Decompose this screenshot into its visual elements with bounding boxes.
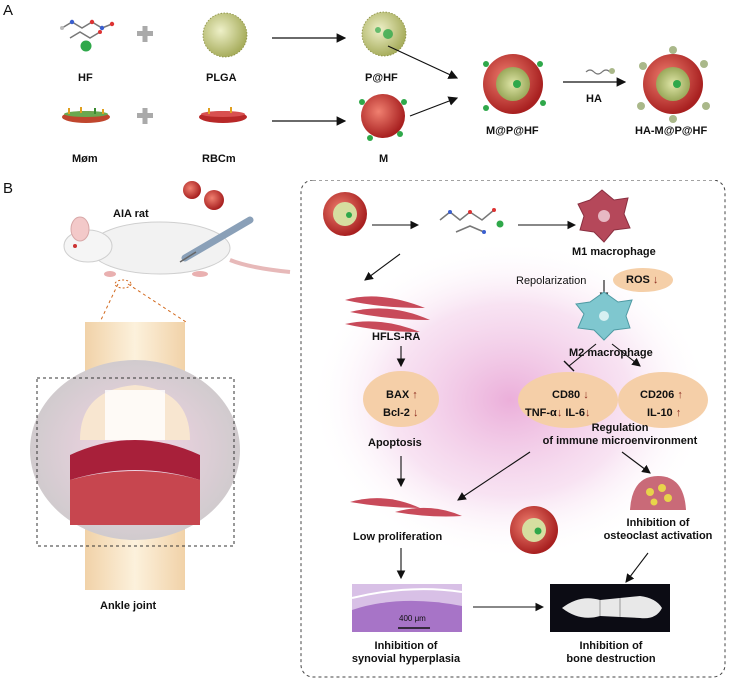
m-vesicle-icon (359, 94, 407, 141)
label-osteoclast: Inhibition of osteoclast activation (598, 517, 718, 543)
bone-line2: bone destruction (566, 653, 656, 665)
joint-zoom-frame (36, 377, 235, 547)
bax-up-arrow: ↑ (412, 389, 418, 401)
histology-image (351, 584, 463, 632)
p-at-hf-icon (361, 11, 407, 57)
bax-text: BAX (386, 389, 410, 401)
label-hf: HF (78, 72, 93, 84)
cd80-down-arrow: ↓ (583, 389, 589, 401)
label-mom: Møm (72, 153, 98, 165)
label-bcl2: Bcl-2 ↓ (383, 407, 418, 419)
cd206-up-arrow: ↑ (677, 389, 683, 401)
ros-down-arrow: ↓ (652, 274, 659, 286)
osteoclast-line2: osteoclast activation (603, 530, 713, 542)
label-p-at-hf: P@HF (365, 72, 398, 84)
bax-bcl2-badge (363, 371, 439, 427)
label-low-proliferation: Low proliferation (353, 531, 443, 543)
il6-text: IL-6 (565, 407, 585, 419)
label-m: M (379, 153, 389, 165)
label-bax: BAX ↑ (386, 389, 418, 401)
synovial-line2: synovial hyperplasia (351, 653, 461, 665)
label-synovial: Inhibition of synovial hyperplasia (336, 640, 476, 666)
label-cd80: CD80 ↓ (552, 389, 589, 401)
injected-nanoparticle-icon (183, 181, 224, 210)
label-m1-macrophage: M1 macrophage (572, 246, 656, 258)
cd206-badge (618, 372, 708, 428)
mechanism-frame (300, 180, 726, 678)
synovial-line1: Inhibition of (374, 640, 438, 652)
mechanism-scheme (30, 180, 726, 678)
bcl2-text: Bcl-2 (383, 407, 410, 419)
syringe-icon (179, 216, 254, 263)
il10-text: IL-10 (647, 407, 673, 419)
plga-sphere-icon (202, 12, 248, 58)
label-ankle-joint: Ankle joint (100, 600, 157, 612)
label-plga: PLGA (206, 72, 237, 84)
nanoparticle-icon-middle (510, 506, 558, 554)
osteoclast-icon (630, 476, 686, 510)
il6-down-arrow: ↓ (584, 407, 591, 419)
label-aia-rat: AIA rat (113, 208, 149, 220)
rat-icon (63, 216, 291, 277)
label-scale-bar: 400 μm (399, 614, 426, 623)
label-ros: ROS ↓ (626, 274, 658, 286)
ha-m-at-p-at-hf-icon (637, 46, 710, 123)
plus-icon (137, 26, 153, 124)
ha-polymer-icon (585, 68, 615, 75)
label-repolarization: Repolarization (516, 275, 587, 287)
panel-a-label: A (3, 2, 14, 19)
il10-up-arrow: ↑ (675, 407, 682, 419)
low-proliferation-cells-icon (350, 498, 462, 517)
panel-b-label: B (3, 180, 14, 197)
label-hfls-ra: HFLS-RA (372, 331, 421, 343)
rbc-membrane-icon (199, 107, 247, 123)
cd80-badge (518, 372, 618, 428)
bcl2-down-arrow: ↓ (412, 407, 419, 419)
fibroblast-icon (345, 296, 430, 332)
ros-text: ROS (626, 274, 650, 286)
hf-molecule-icon (60, 19, 115, 52)
regulation-line1: Regulation (591, 422, 649, 434)
bone-line1: Inhibition of (579, 640, 643, 652)
ct-bone-image (550, 584, 670, 632)
label-ha-m-at-p-at-hf: HA-M@P@HF (635, 125, 708, 137)
joint-icon (30, 322, 240, 590)
label-apoptosis: Apoptosis (368, 437, 422, 449)
label-bone: Inhibition of bone destruction (546, 640, 676, 666)
synthesis-scheme (60, 11, 710, 141)
tnf-down-arrow: ↓ (556, 407, 563, 419)
label-tnf-il6: TNF-α↓ IL-6↓ (525, 407, 590, 419)
label-m-at-p-at-hf: M@P@HF (486, 125, 539, 137)
cd80-text: CD80 (552, 389, 581, 401)
macrophage-membrane-icon (62, 107, 110, 123)
osteoclast-line1: Inhibition of (626, 517, 690, 529)
hf-molecule-icon-b (439, 208, 504, 234)
m-at-p-at-hf-icon (483, 54, 546, 114)
regulation-line2: of immune microenvironment (542, 435, 698, 447)
nanoparticle-icon (323, 192, 367, 236)
label-cd206: CD206 ↑ (640, 389, 683, 401)
label-ha: HA (586, 93, 602, 105)
label-il10: IL-10 ↑ (647, 407, 681, 419)
cd206-text: CD206 (640, 389, 675, 401)
label-regulation: Regulation of immune microenvironment (530, 422, 710, 448)
tnf-text: TNF-α (525, 407, 557, 419)
label-rbcm: RBCm (202, 153, 236, 165)
ros-badge (613, 268, 673, 292)
label-m2-macrophage: M2 macrophage (569, 347, 653, 359)
